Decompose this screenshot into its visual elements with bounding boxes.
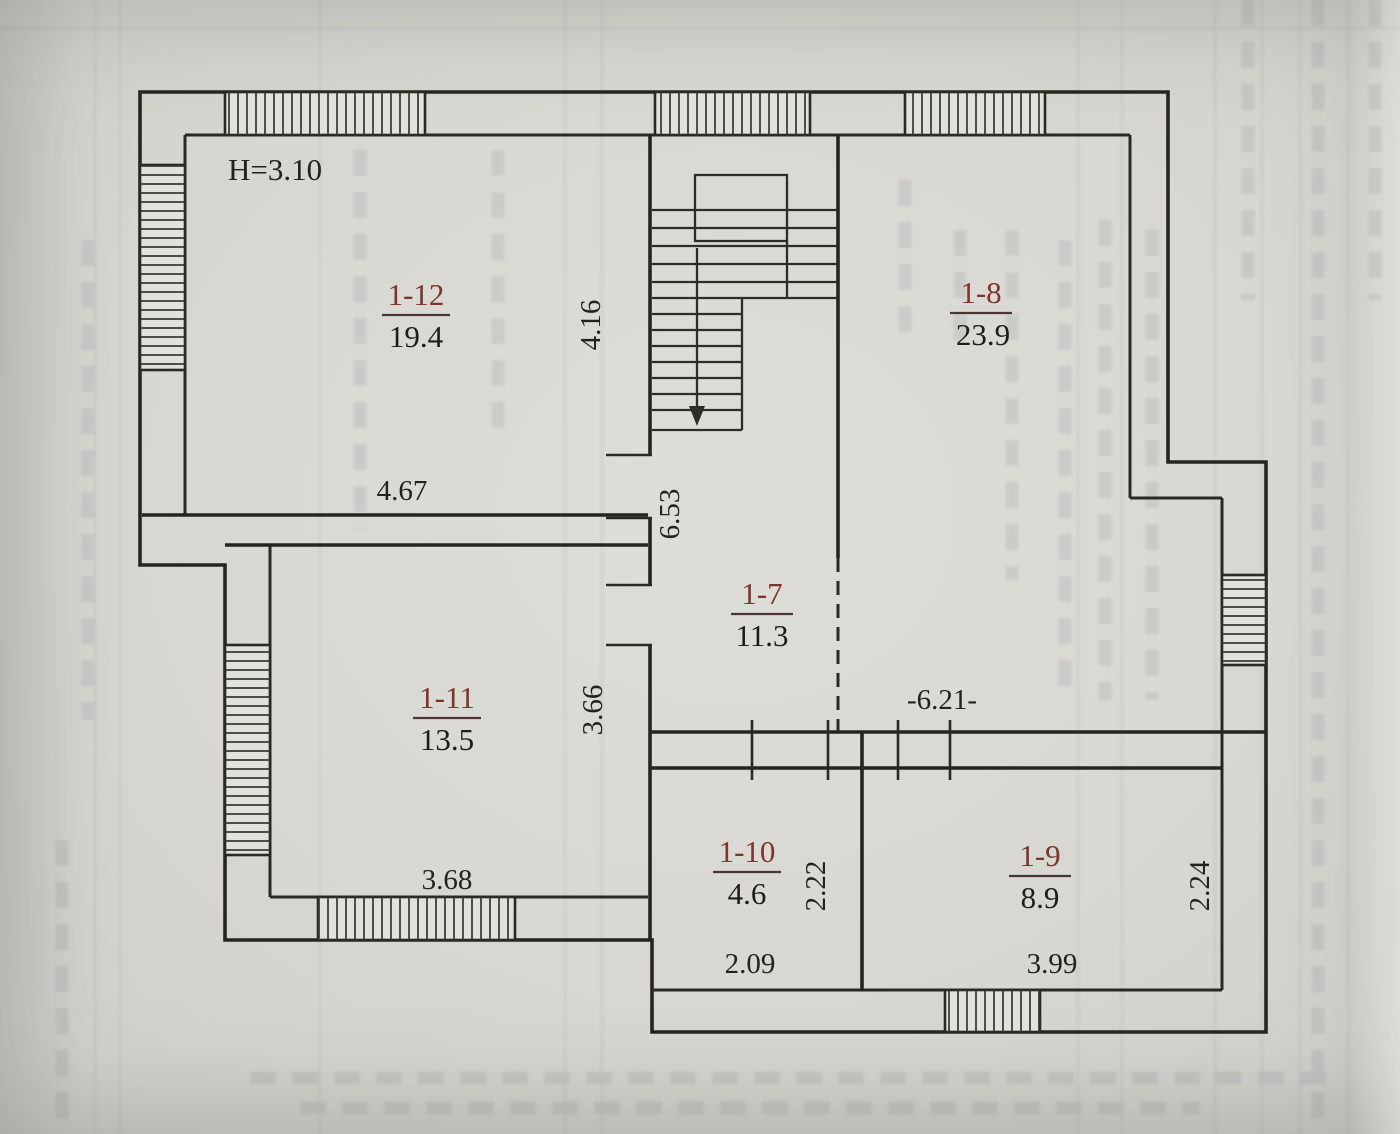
svg-text:11.3: 11.3 — [735, 618, 788, 653]
dim-stair-width: 4.16 — [575, 300, 607, 351]
room-label-1-12: 1-12 19.4 — [382, 277, 450, 354]
dim-room-1-11-width: 3.68 — [422, 864, 473, 896]
svg-text:1-9: 1-9 — [1019, 838, 1060, 873]
dim-room-1-9-width: 3.99 — [1027, 948, 1078, 980]
stair-arrow-head — [689, 406, 705, 426]
window-bottom-right — [943, 988, 1042, 1034]
dim-room-1-11-depth: 3.66 — [577, 685, 609, 736]
dim-room-1-8-width: -6.21- — [907, 684, 977, 716]
svg-text:1-12: 1-12 — [388, 277, 445, 312]
window-bottom-left — [316, 895, 517, 942]
exterior-walls — [138, 90, 1268, 1034]
room-label-1-9: 1-9 8.9 — [1009, 838, 1071, 915]
dim-room-1-10-width: 2.09 — [725, 948, 776, 980]
svg-text:19.4: 19.4 — [389, 319, 444, 354]
svg-text:1-7: 1-7 — [741, 576, 782, 611]
door-ticks — [606, 453, 952, 780]
dim-hall-length: 6.53 — [654, 489, 686, 540]
svg-text:23.9: 23.9 — [956, 317, 1010, 352]
svg-text:8.9: 8.9 — [1021, 880, 1060, 915]
svg-text:1-8: 1-8 — [960, 275, 1001, 310]
dim-room-1-10-depth: 2.22 — [800, 861, 832, 912]
svg-text:4.6: 4.6 — [728, 876, 767, 911]
window-left-upper — [138, 163, 187, 372]
svg-text:1-11: 1-11 — [419, 680, 475, 715]
window-top-left — [223, 90, 427, 137]
ceiling-height-note: H=3.10 — [228, 152, 322, 187]
svg-text:1-10: 1-10 — [719, 834, 776, 869]
interior-walls — [142, 135, 1266, 990]
staircase — [652, 173, 838, 432]
room-label-1-8: 1-8 23.9 — [950, 275, 1012, 352]
windows — [138, 90, 1268, 1034]
svg-text:13.5: 13.5 — [420, 722, 474, 757]
window-right — [1220, 573, 1268, 667]
window-left-lower — [223, 643, 272, 857]
window-top-middle — [653, 90, 812, 137]
room-label-1-7: 1-7 11.3 — [731, 576, 793, 653]
room-label-1-10: 1-10 4.6 — [713, 834, 781, 911]
dim-room-1-12-width: 4.67 — [377, 475, 428, 507]
window-top-right — [903, 90, 1047, 137]
dim-room-1-9-depth: 2.24 — [1184, 860, 1216, 911]
room-label-1-11: 1-11 13.5 — [413, 680, 481, 757]
